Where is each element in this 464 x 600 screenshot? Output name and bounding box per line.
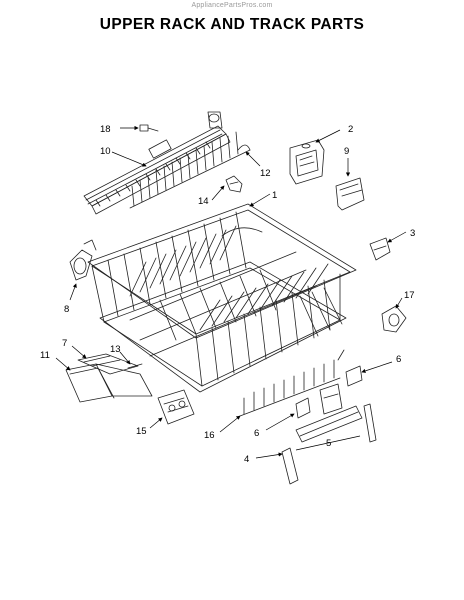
callout-5: 5 bbox=[326, 438, 331, 449]
part-11-handle[interactable] bbox=[65, 363, 153, 403]
part-6-clip-right[interactable] bbox=[345, 365, 363, 387]
part-16-tine-row[interactable] bbox=[239, 349, 345, 417]
part-8-wheel-bracket[interactable] bbox=[69, 239, 97, 281]
part-12-tine-row[interactable] bbox=[129, 131, 251, 209]
part-9-adjuster-cover[interactable] bbox=[335, 177, 365, 211]
callout-4: 4 bbox=[244, 454, 249, 465]
callout-11: 11 bbox=[40, 350, 50, 361]
callout-13: 13 bbox=[110, 344, 121, 355]
watermark: AppliancePartsPros.com bbox=[191, 2, 273, 9]
part-7-handle-trim[interactable] bbox=[77, 353, 139, 375]
part-10-track-rail[interactable] bbox=[83, 111, 231, 215]
callout-15: 15 bbox=[136, 426, 147, 437]
callout-2: 2 bbox=[348, 124, 353, 135]
part-4-clip[interactable] bbox=[281, 447, 299, 485]
part-14-clip[interactable] bbox=[225, 175, 243, 193]
callout-6-lower: 6 bbox=[254, 428, 259, 439]
callout-16: 16 bbox=[204, 430, 215, 441]
diagram-title: UPPER RACK AND TRACK PARTS bbox=[99, 16, 365, 33]
callout-14: 14 bbox=[198, 196, 209, 207]
callout-labels: 18 10 12 2 9 1 14 3 8 17 7 13 11 6 15 16… bbox=[40, 124, 415, 465]
callout-3: 3 bbox=[410, 228, 415, 239]
callout-7: 7 bbox=[62, 338, 67, 349]
callout-12: 12 bbox=[260, 168, 271, 179]
callout-18: 18 bbox=[100, 124, 111, 135]
part-5-adjuster-bar[interactable] bbox=[295, 383, 377, 443]
part-18-screw[interactable] bbox=[139, 124, 159, 132]
callout-9: 9 bbox=[344, 146, 349, 157]
part-6-clip-lower[interactable] bbox=[295, 397, 311, 419]
callout-17: 17 bbox=[404, 290, 415, 301]
part-13-pin[interactable] bbox=[127, 363, 143, 369]
part-3-clip[interactable] bbox=[369, 237, 391, 261]
part-2-adjuster-housing[interactable] bbox=[289, 139, 325, 185]
leader-lines bbox=[55, 125, 407, 459]
part-1-upper-rack[interactable] bbox=[87, 203, 357, 393]
part-17-wheel[interactable] bbox=[381, 305, 407, 333]
callout-1: 1 bbox=[272, 190, 277, 201]
callout-8: 8 bbox=[64, 304, 69, 315]
callout-10: 10 bbox=[100, 146, 111, 157]
callout-6-right: 6 bbox=[396, 354, 401, 365]
part-15-lock-assembly[interactable] bbox=[157, 389, 195, 425]
